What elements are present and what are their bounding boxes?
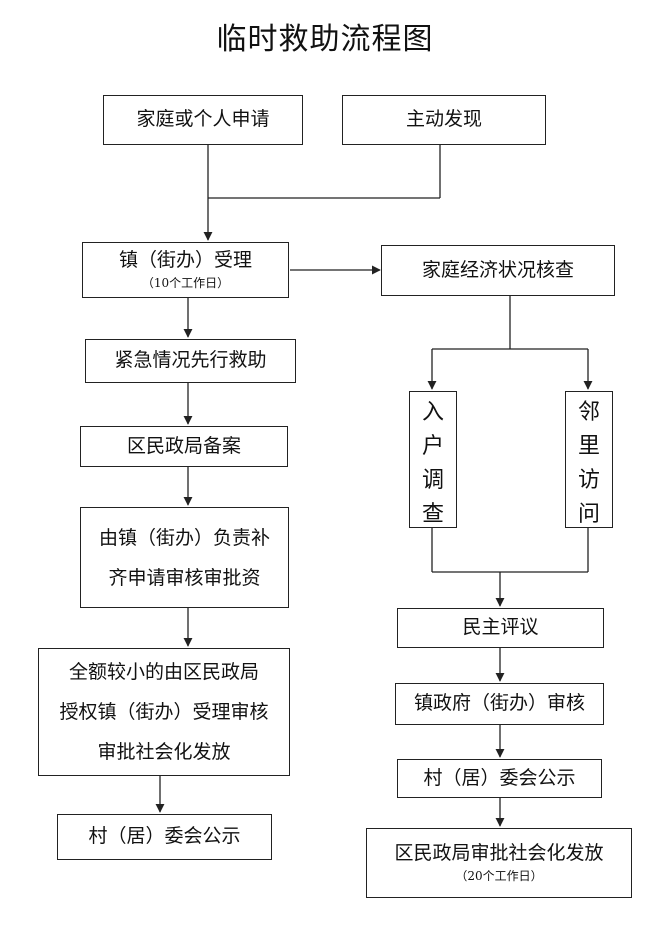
- node-neighbor-char-1: 邻: [577, 400, 600, 425]
- node-neighbor-char-4: 问: [577, 502, 600, 527]
- node-publicize-left: 村（居）委会公示: [57, 814, 272, 860]
- node-supplement: 由镇（街办）负责补 齐申请审核审批资: [80, 507, 289, 608]
- diagram-title: 临时救助流程图: [216, 22, 434, 57]
- node-filing-label: 区民政局备案: [126, 434, 241, 457]
- node-verify-label: 家庭经济状况核查: [421, 258, 574, 281]
- node-household-char-2: 户: [421, 434, 444, 459]
- node-district-approve-note: （20个工作日）: [455, 868, 543, 883]
- node-district-approve-label: 区民政局审批社会化发放: [394, 842, 604, 865]
- node-verify: 家庭经济状况核查: [381, 245, 615, 296]
- node-town-review: 镇政府（街办）审核: [395, 683, 604, 725]
- node-democratic-review-label: 民主评议: [462, 616, 539, 639]
- node-emergency: 紧急情况先行救助: [85, 339, 296, 383]
- node-publicize-right: 村（居）委会公示: [397, 759, 602, 798]
- node-small-amount-line-2: 授权镇（街办）受理审核: [59, 701, 269, 723]
- node-emergency-label: 紧急情况先行救助: [114, 349, 267, 372]
- node-publicize-right-label: 村（居）委会公示: [423, 766, 576, 789]
- node-household-visit: 入 户 调 查: [409, 391, 457, 528]
- node-discover: 主动发现: [342, 95, 546, 145]
- node-accept-label: 镇（街办）受理: [118, 249, 252, 272]
- node-town-review-label: 镇政府（街办）审核: [413, 692, 585, 715]
- node-democratic-review: 民主评议: [397, 608, 604, 648]
- node-supplement-line-1: 由镇（街办）负责补: [98, 526, 270, 549]
- node-small-amount: 全额较小的由区民政局 授权镇（街办）受理审核 审批社会化发放: [38, 648, 290, 776]
- node-district-approve: 区民政局审批社会化发放 （20个工作日）: [366, 828, 632, 898]
- node-small-amount-line-1: 全额较小的由区民政局: [68, 661, 259, 683]
- node-filing: 区民政局备案: [80, 426, 288, 467]
- node-neighbor-char-2: 里: [577, 434, 600, 459]
- node-supplement-line-2: 齐申请审核审批资: [108, 566, 261, 589]
- node-publicize-left-label: 村（居）委会公示: [88, 825, 241, 848]
- node-apply: 家庭或个人申请: [103, 95, 303, 145]
- node-discover-label: 主动发现: [405, 108, 482, 131]
- node-household-char-1: 入: [421, 400, 444, 425]
- node-neighbor-visit: 邻 里 访 问: [565, 391, 613, 528]
- node-apply-label: 家庭或个人申请: [136, 108, 270, 131]
- node-small-amount-line-3: 审批社会化发放: [97, 741, 231, 763]
- node-accept: 镇（街办）受理 （10个工作日）: [82, 242, 289, 298]
- node-household-char-4: 查: [421, 502, 444, 527]
- node-household-char-3: 调: [421, 468, 444, 493]
- node-neighbor-char-3: 访: [577, 468, 600, 493]
- node-accept-note: （10个工作日）: [141, 275, 230, 290]
